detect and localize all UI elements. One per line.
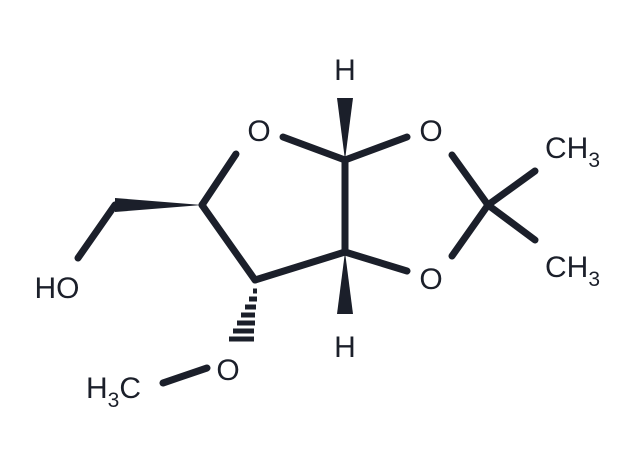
bond-c3a-o2 — [341, 133, 411, 164]
bond-c3a-o1 — [279, 133, 349, 164]
atom-o-dioxolane-upper: O — [419, 115, 442, 148]
bond-omethoxy-ch3 — [159, 364, 211, 387]
atom-h-bottom: H — [334, 331, 356, 364]
atom-o-dioxolane-lower: O — [419, 263, 442, 296]
atom-methyl-upper: CH3 — [545, 132, 600, 172]
hash-bond-c4-omethoxy — [229, 288, 257, 342]
bond-o2-cq — [448, 151, 492, 209]
bond-o1-c5 — [198, 150, 240, 209]
atom-hydroxyl: HO — [35, 272, 80, 305]
bond-c4-c6a — [251, 248, 349, 284]
atom-methoxy-methyl: H3C — [86, 372, 141, 412]
bond-cq-methyl-upper — [484, 167, 539, 209]
bond-o3-cq — [448, 201, 492, 260]
wedge-c3a-h — [337, 98, 353, 160]
atom-h-top: H — [334, 54, 356, 87]
bond-cq-methyl-lower — [484, 201, 539, 244]
bond-c6a-o3 — [341, 248, 411, 275]
atom-o-methoxy: O — [216, 354, 239, 387]
bond-ch2-oh — [74, 201, 119, 262]
wedge-c6a-h — [337, 252, 353, 314]
atom-methyl-lower: CH3 — [545, 251, 600, 291]
wedge-c5-ch2 — [115, 198, 202, 212]
atom-o-ring: O — [247, 115, 270, 148]
bond-c5-c4 — [198, 201, 259, 284]
